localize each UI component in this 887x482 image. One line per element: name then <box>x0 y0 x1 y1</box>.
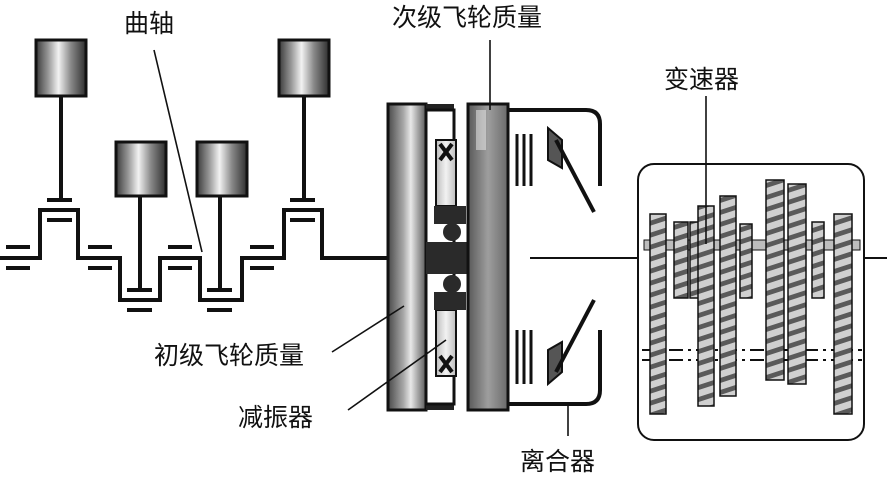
leader-primary-flywheel <box>331 305 405 353</box>
rod-bearings <box>47 198 315 312</box>
main-bearings <box>6 245 274 270</box>
clutch <box>508 108 602 406</box>
piston-4 <box>277 38 331 200</box>
secondary-flywheel-mass <box>466 102 510 412</box>
label-secondary-flywheel: 次级飞轮质量 <box>392 3 542 32</box>
piston-2 <box>114 140 168 290</box>
label-primary-flywheel: 初级飞轮质量 <box>154 341 304 370</box>
leader-lines <box>153 40 707 436</box>
leader-damper <box>347 339 447 411</box>
gear-set <box>649 179 853 415</box>
piston-3 <box>195 140 249 290</box>
gearbox <box>637 163 865 441</box>
label-gearbox: 变速器 <box>664 65 739 94</box>
label-crankshaft: 曲轴 <box>124 9 174 38</box>
clutch-discs <box>515 134 533 384</box>
leader-crankshaft <box>153 49 203 253</box>
label-damper: 减振器 <box>238 403 313 432</box>
piston-1 <box>34 38 88 200</box>
labels: 曲轴 次级飞轮质量 变速器 初级飞轮质量 减振器 离合器 <box>124 3 739 476</box>
pistons <box>34 38 331 290</box>
damper <box>424 108 468 406</box>
label-clutch: 离合器 <box>520 447 595 476</box>
